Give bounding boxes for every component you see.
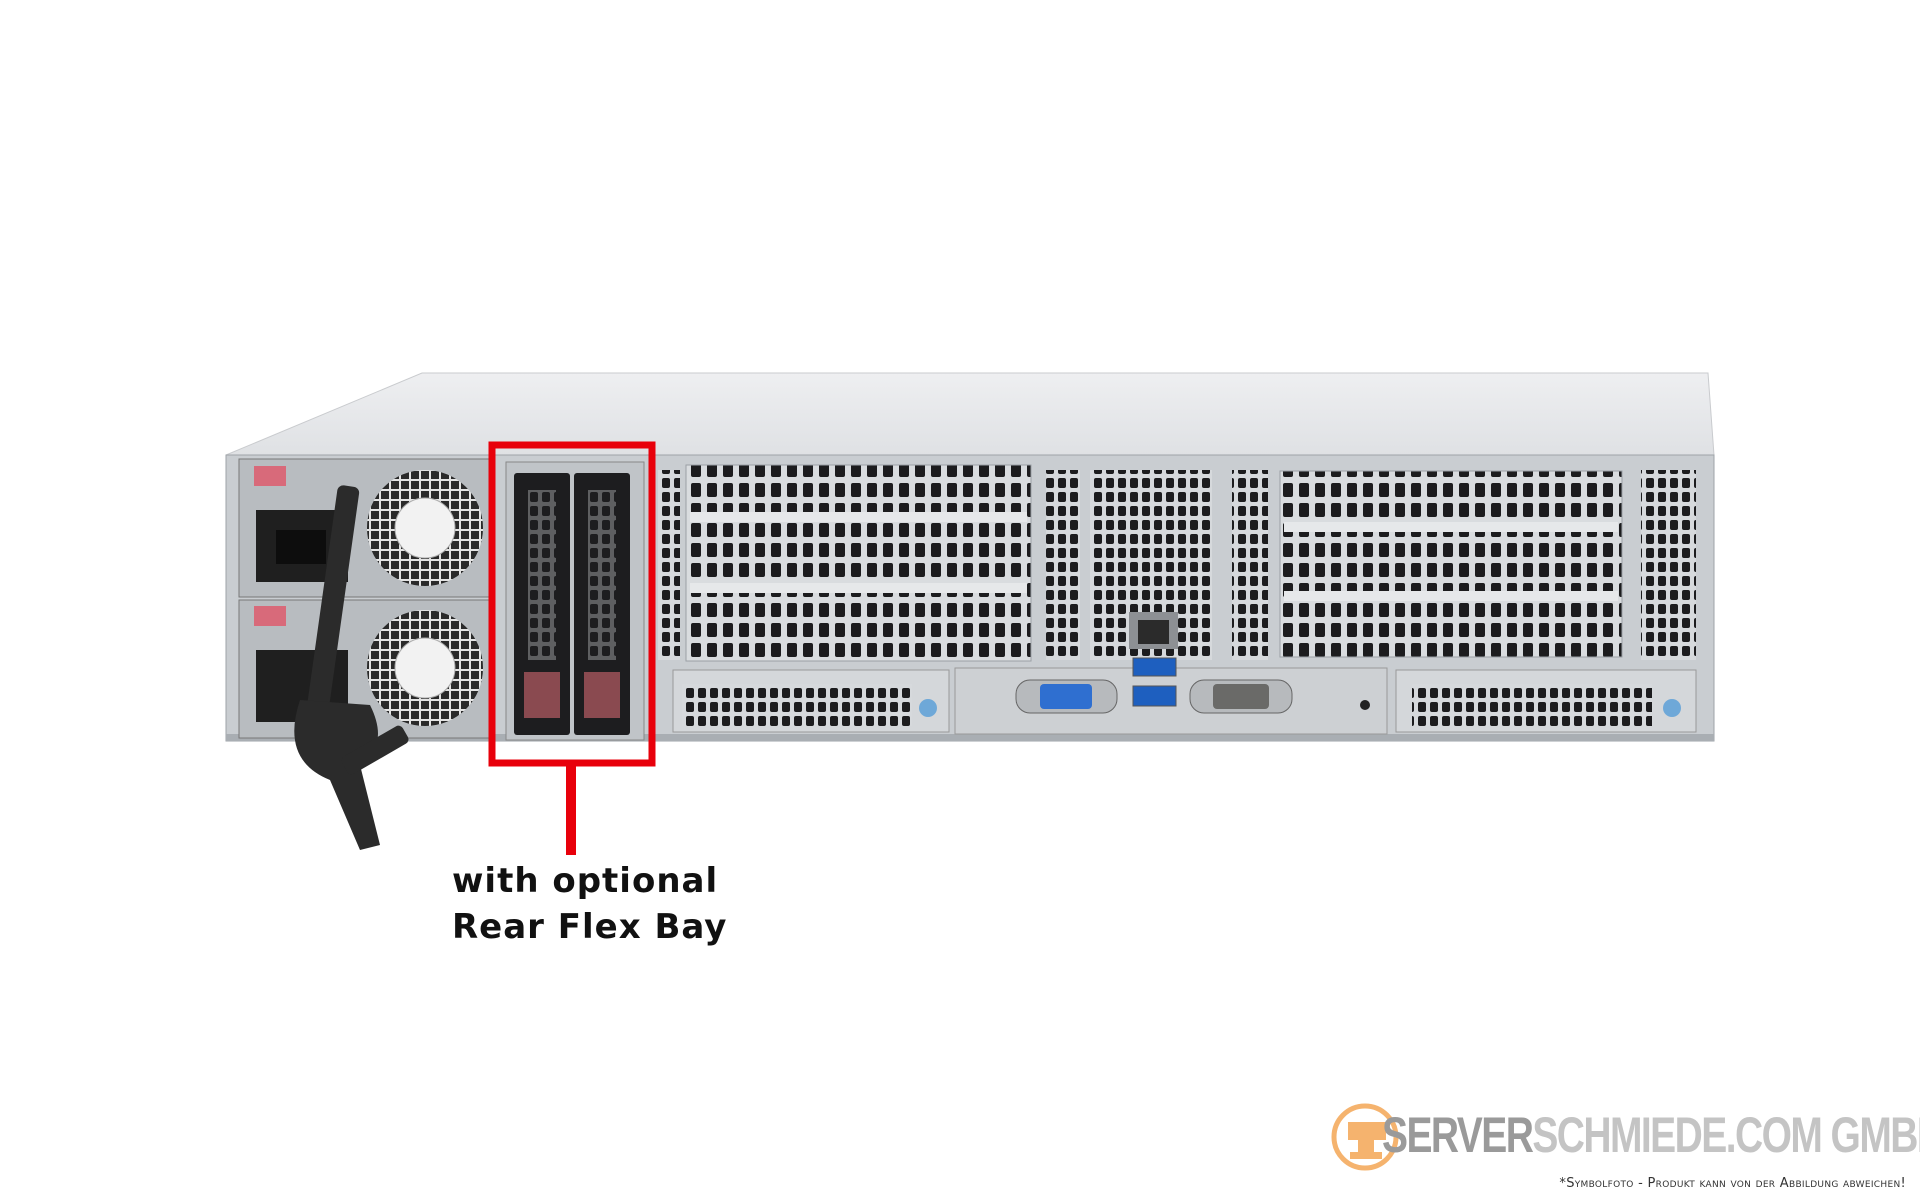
- cable-retention-clip: [294, 485, 409, 850]
- vga-port: [1015, 679, 1118, 714]
- chassis-lid: [225, 372, 1715, 456]
- power-supply-1: [238, 458, 491, 598]
- serverschmiede-logo: SERVERSCHMIEDE.COM GMBH: [1330, 1102, 1920, 1172]
- flex-bay-callout: with optional Rear Flex Bay: [452, 858, 727, 950]
- vent-strip-midright: [1232, 470, 1268, 660]
- usb-port-2: [1132, 685, 1177, 707]
- vent-strip-mid: [1046, 470, 1080, 660]
- callout-line: [566, 763, 576, 855]
- symbol-photo-disclaimer: *Symbolfoto - Produkt kann von der Abbil…: [1559, 1176, 1906, 1191]
- serial-port: [1189, 679, 1293, 714]
- rear-flex-bay: [505, 461, 645, 741]
- drive-tray-2: [574, 473, 630, 735]
- callout-line-1: with optional: [452, 861, 719, 901]
- callout-line-2: Rear Flex Bay: [452, 907, 728, 947]
- usb-port-1: [1132, 657, 1177, 677]
- vent-strip-right: [1641, 470, 1696, 660]
- logo-text-server: SERVER: [1382, 1107, 1534, 1163]
- anvil-logo-icon: [1331, 1103, 1399, 1171]
- rj45-port: [1129, 612, 1178, 649]
- pcie-slots-left: [685, 464, 1032, 662]
- vent-strip-left: [658, 470, 680, 660]
- logo-text-schmiede: SCHMIEDE.COM GMBH: [1532, 1107, 1920, 1163]
- pcie-slots-right: [1279, 470, 1623, 658]
- drive-tray-1: [514, 473, 570, 735]
